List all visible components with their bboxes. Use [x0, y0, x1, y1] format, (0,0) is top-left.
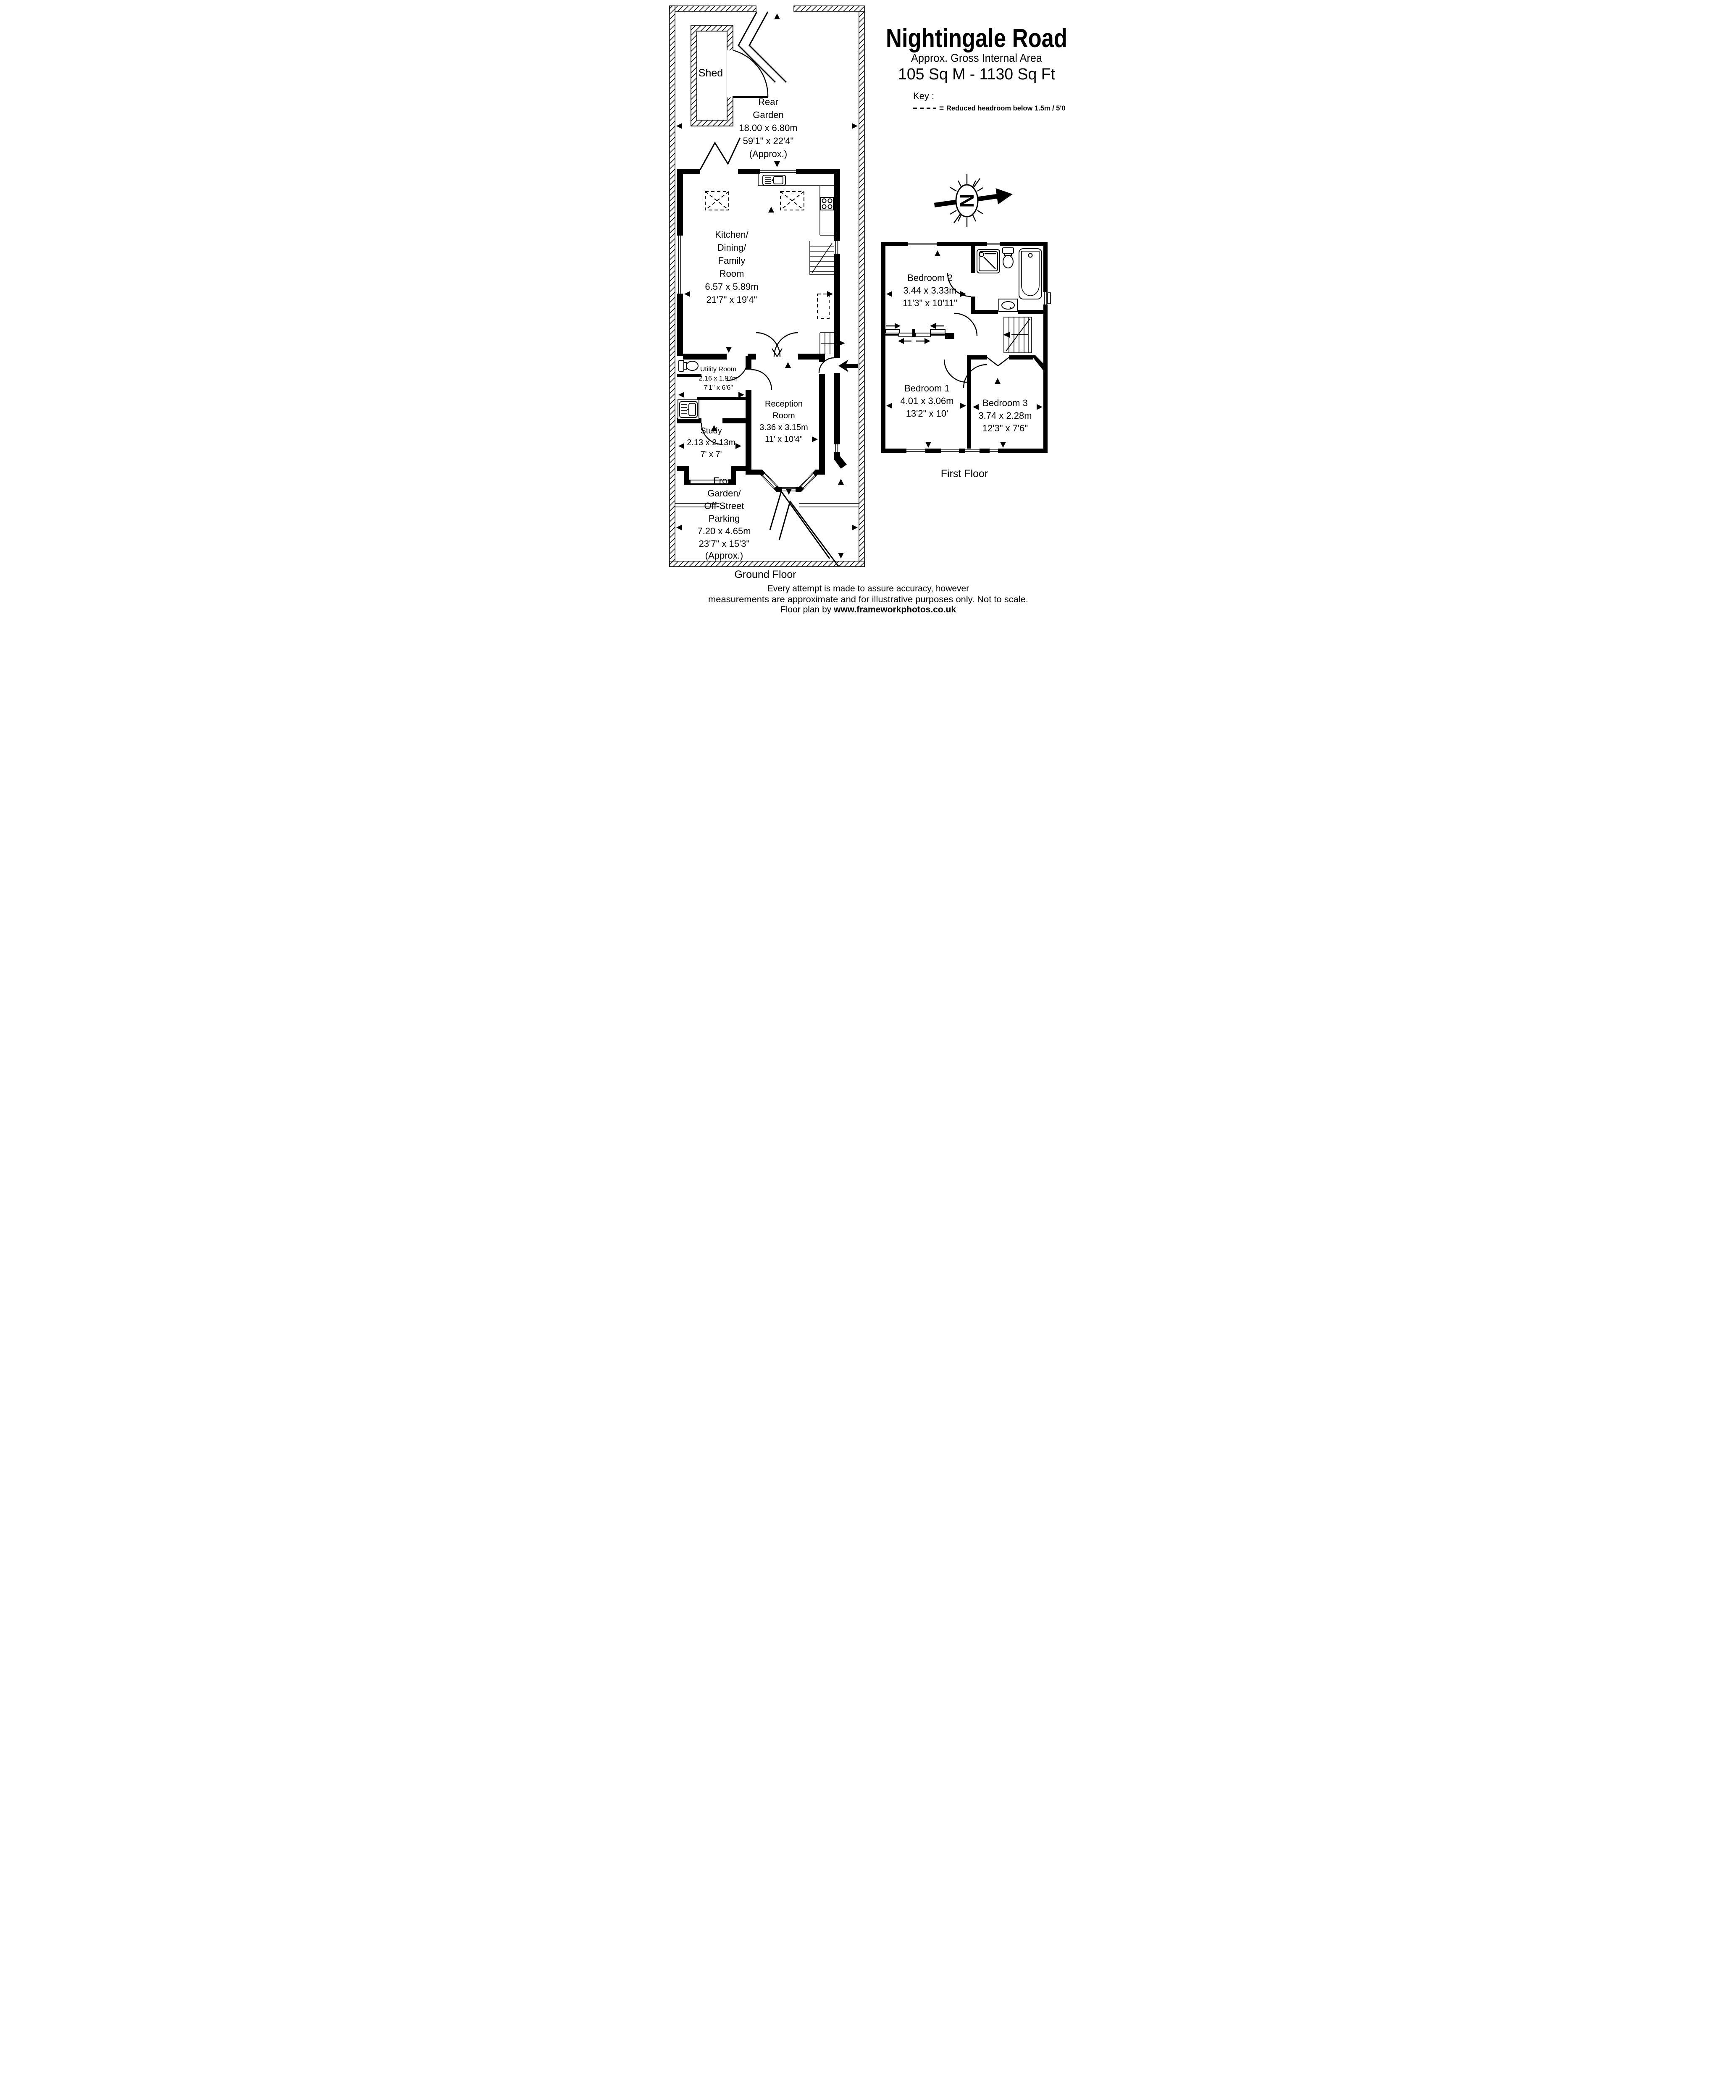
bedroom3-label: Bedroom 3 3.74 x 2.28m 12'3" x 7'6"	[978, 398, 1032, 433]
north-letter: N	[956, 194, 978, 207]
hob-icon	[820, 197, 834, 210]
ground-dimension-arrows	[676, 13, 858, 559]
svg-text:Parking: Parking	[709, 513, 740, 524]
ground-stairs	[809, 241, 838, 354]
svg-text:Off-Street: Off-Street	[704, 501, 744, 511]
footer-url: www.frameworkphotos.co.uk	[833, 605, 956, 614]
svg-text:18.00 x 6.80m: 18.00 x 6.80m	[739, 123, 797, 133]
study-bay-window	[677, 466, 746, 485]
entrance-arrow-icon	[838, 360, 858, 372]
svg-text:7'1" x 6'6": 7'1" x 6'6"	[704, 384, 733, 391]
first-floor-label: First Floor	[941, 468, 988, 480]
first-floor-windows	[906, 243, 1051, 452]
svg-text:23'7" x 15'3": 23'7" x 15'3"	[699, 538, 750, 549]
footer-line3: Floor plan by www.frameworkphotos.co.uk	[780, 605, 956, 614]
svg-text:Garden/: Garden/	[707, 488, 741, 499]
svg-text:Room: Room	[772, 411, 795, 420]
garden-break-zigzag-icon	[738, 11, 787, 83]
ground-floor-label: Ground Floor	[734, 569, 796, 580]
shed-label: Shed	[699, 67, 723, 79]
svg-text:Room: Room	[720, 268, 744, 279]
page-title: Nightingale Road	[886, 24, 1067, 53]
svg-text:2.13 x 2.13m: 2.13 x 2.13m	[687, 438, 735, 447]
rear-wall-break-zigzag-icon	[699, 137, 741, 170]
svg-text:13'2" x 10': 13'2" x 10'	[906, 408, 948, 419]
svg-text:3.74 x 2.28m: 3.74 x 2.28m	[978, 410, 1032, 421]
footer-line1: Every attempt is made to assure accuracy…	[767, 584, 969, 593]
svg-text:Bedroom 3: Bedroom 3	[982, 398, 1028, 408]
svg-text:7.20 x 4.65m: 7.20 x 4.65m	[697, 526, 751, 536]
shed: Shed	[691, 25, 769, 126]
shower-icon	[977, 249, 1000, 273]
svg-text:59'1" x 22'4": 59'1" x 22'4"	[743, 136, 794, 146]
svg-text:6.57 x 5.89m: 6.57 x 5.89m	[705, 281, 758, 292]
first-floor-walls	[881, 242, 1048, 453]
svg-text:7' x 7': 7' x 7'	[701, 450, 722, 459]
rooflight-dashed-icon	[705, 191, 729, 210]
wardrobe-sliding-doors-icon	[885, 323, 945, 344]
page-area: 105 Sq M - 1130 Sq Ft	[898, 66, 1055, 83]
front-garden-label: Front Garden/ Off-Street Parking 7.20 x …	[697, 475, 751, 561]
svg-text:Utility Room: Utility Room	[700, 366, 736, 373]
utility-sink-icon	[678, 399, 699, 420]
svg-text:3.44 x 3.33m: 3.44 x 3.33m	[903, 285, 956, 296]
ground-floor-walls	[677, 169, 847, 475]
front-fence-lines	[675, 503, 859, 507]
svg-text:Garden: Garden	[753, 110, 783, 120]
floor-plan-canvas: Nightingale Road Approx. Gross Internal …	[651, 0, 1085, 614]
garden-boundary	[669, 5, 865, 567]
title-block: Nightingale Road Approx. Gross Internal …	[886, 24, 1067, 83]
bedroom2-label: Bedroom 2 3.44 x 3.33m 11'3" x 10'11"	[903, 273, 957, 308]
svg-text:3.36 x 3.15m: 3.36 x 3.15m	[759, 423, 808, 432]
rooflight-dashed-icon-2	[780, 191, 804, 210]
utility-label: Utility Room 2.16 x 1.97m 7'1" x 6'6"	[699, 366, 738, 391]
north-sun-ticks-icon	[950, 174, 983, 227]
key-equals: =	[939, 104, 944, 113]
svg-text:(Approx.): (Approx.)	[749, 149, 787, 159]
understairs-cupboard-dashed	[817, 294, 830, 319]
basin-icon	[998, 299, 1018, 312]
page-subtitle: Approx. Gross Internal Area	[911, 52, 1043, 64]
kitchen-sink-icon	[762, 175, 786, 186]
bedroom1-label: Bedroom 1 4.01 x 3.06m 13'2" x 10'	[900, 383, 953, 419]
svg-text:Bedroom 1: Bedroom 1	[904, 383, 950, 394]
kitchen-label: Kitchen/ Dining/ Family Room 6.57 x 5.89…	[705, 229, 758, 305]
key-label: Key :	[913, 91, 934, 101]
floor-plan-page: Nightingale Road Approx. Gross Internal …	[651, 0, 1085, 614]
rear-garden-label: Rear Garden 18.00 x 6.80m 59'1" x 22'4" …	[739, 97, 797, 159]
key-legend: Key : = Reduced headroom below 1.5m / 5'…	[913, 91, 1066, 113]
ground-door-arcs	[701, 332, 835, 445]
svg-text:11'3" x 10'11": 11'3" x 10'11"	[903, 298, 957, 308]
first-floor-dimension-arrows	[886, 250, 1043, 448]
svg-text:12'3" x 7'6": 12'3" x 7'6"	[982, 423, 1028, 433]
svg-text:Dining/: Dining/	[717, 242, 746, 253]
ground-floor-windows	[677, 170, 838, 452]
north-arrow-head	[995, 188, 1013, 205]
stairs-down-arrow-icon	[1003, 332, 1010, 338]
footer-disclaimer: Every attempt is made to assure accuracy…	[708, 584, 1028, 614]
svg-text:(Approx.): (Approx.)	[705, 550, 743, 561]
svg-text:Kitchen/: Kitchen/	[715, 229, 749, 240]
first-floor-door-arcs	[943, 273, 1009, 388]
stairs-up-arrow-icon	[838, 340, 845, 346]
footer-line2: measurements are approximate and for ill…	[708, 595, 1028, 604]
key-description: Reduced headroom below 1.5m / 5'0	[946, 105, 1066, 112]
reception-label: Reception Room 3.36 x 3.15m 11' x 10'4"	[759, 399, 808, 444]
toilet-icon-ground	[678, 360, 699, 372]
svg-text:2.16 x 1.97m: 2.16 x 1.97m	[699, 375, 738, 382]
svg-text:4.01 x 3.06m: 4.01 x 3.06m	[900, 396, 953, 406]
bath-icon	[1019, 248, 1042, 299]
svg-text:Family: Family	[718, 255, 746, 266]
north-arrow: N	[934, 174, 1013, 227]
svg-text:21'7" x 19'4": 21'7" x 19'4"	[706, 294, 757, 305]
svg-text:Reception: Reception	[765, 399, 803, 409]
svg-text:Bedroom 2: Bedroom 2	[907, 273, 953, 283]
svg-text:Front: Front	[713, 475, 735, 486]
svg-text:Rear: Rear	[758, 97, 778, 107]
svg-text:11' x 10'4": 11' x 10'4"	[765, 435, 803, 444]
toilet-icon-first	[1002, 247, 1014, 268]
